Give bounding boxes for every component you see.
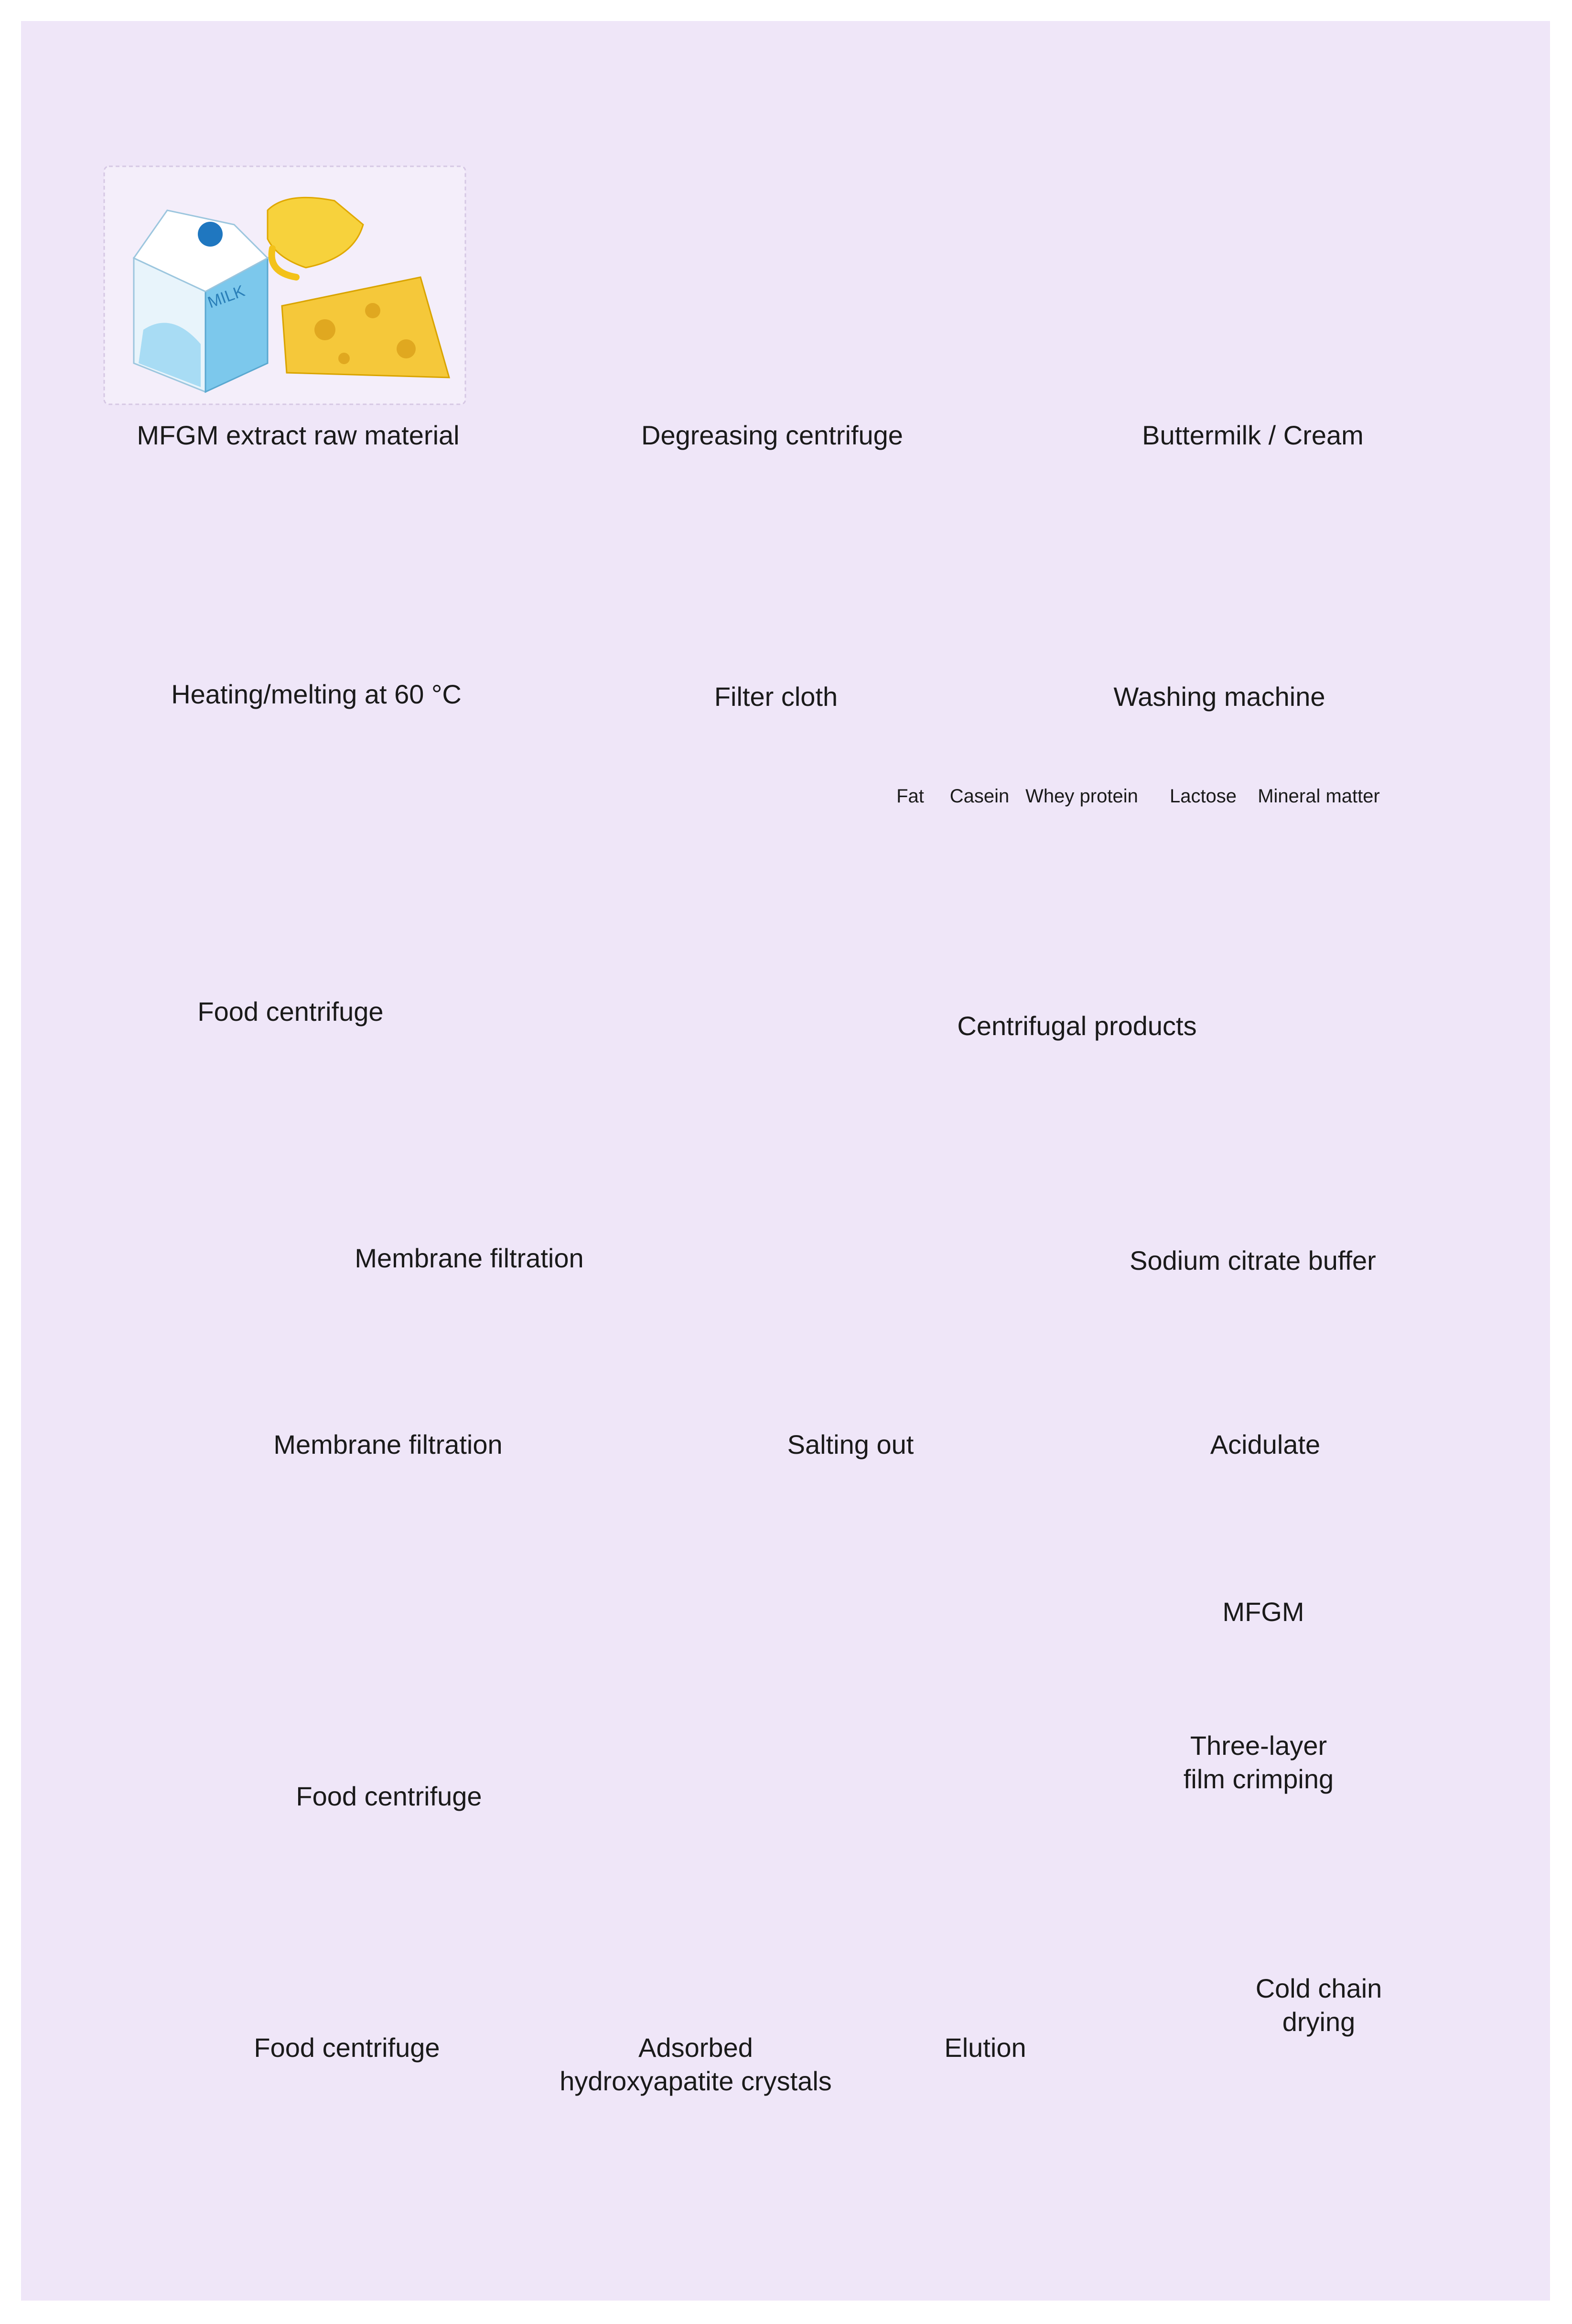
label-washing-machine: Washing machine — [1113, 681, 1325, 712]
label-membrane-filtration-1: Membrane filtration — [355, 1243, 584, 1273]
label-buttermilk-cream: Buttermilk / Cream — [1142, 420, 1364, 450]
label-film-crimping: film crimping — [1183, 1764, 1334, 1794]
label-elution: Elution — [944, 2032, 1026, 2063]
label-salting-out: Salting out — [787, 1429, 914, 1459]
label-three-layer: Three-layer — [1190, 1730, 1327, 1761]
label-centrifugal-products: Centrifugal products — [957, 1011, 1197, 1041]
legend-whey-protein: Whey protein — [1025, 786, 1138, 807]
label-hydroxyapatite-crystals: hydroxyapatite crystals — [560, 2066, 832, 2096]
label-acidulate: Acidulate — [1210, 1429, 1321, 1459]
label-food-centrifuge-2: Food centrifuge — [296, 1781, 482, 1811]
milk-cheese-icon: MILK — [103, 165, 466, 405]
legend-mineral-matter: Mineral matter — [1258, 786, 1380, 807]
label-drying: drying — [1282, 2007, 1356, 2037]
label-cold-chain: Cold chain — [1255, 1973, 1382, 2003]
label-mfgm-raw: MFGM extract raw material — [137, 420, 460, 450]
legend-casein: Casein — [949, 786, 1010, 807]
label-membrane-filtration-2: Membrane filtration — [273, 1429, 503, 1459]
label-heating: Heating/melting at 60 °C — [171, 679, 462, 709]
legend-fat: Fat — [896, 786, 924, 807]
label-food-centrifuge-1: Food centrifuge — [197, 996, 384, 1027]
label-degreasing-centrifuge: Degreasing centrifuge — [641, 420, 903, 450]
label-mfgm: MFGM — [1222, 1597, 1304, 1627]
label-filter-cloth: Filter cloth — [714, 681, 838, 712]
legend-lactose: Lactose — [1169, 786, 1237, 807]
label-adsorbed: Adsorbed — [638, 2032, 753, 2063]
label-food-centrifuge-3: Food centrifuge — [254, 2032, 440, 2063]
label-sodium-citrate-buffer: Sodium citrate buffer — [1130, 1245, 1376, 1275]
